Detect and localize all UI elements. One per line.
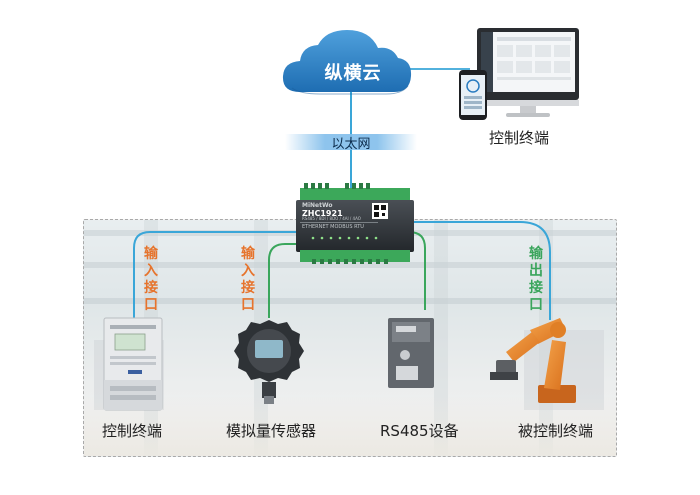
- device-label-controlled-terminal: 被控制终端: [518, 422, 594, 440]
- ethernet-bar: [285, 134, 417, 150]
- input-interface-label-1: 输入接口: [144, 246, 158, 313]
- meter-icon: [103, 317, 163, 411]
- input-interface-label-2: 输入接口: [241, 246, 255, 313]
- rtu-spec: RS485 / 8DI / 8DO / 4AI / 4AO: [302, 216, 361, 221]
- line-rtu-to-robot: [412, 221, 551, 320]
- line-rtu-to-terminal: [133, 231, 300, 320]
- phone-icon: [459, 70, 487, 120]
- device-label-rs485: RS485设备: [380, 422, 459, 440]
- monitor-icon: [477, 28, 579, 117]
- device-label-control-terminal: 控制终端: [102, 422, 163, 440]
- top-terminal-label: 控制终端: [489, 129, 550, 147]
- rtu-subtitle: ETHERNET MODBUS RTU: [302, 224, 364, 230]
- output-interface-label: 输出接口: [529, 246, 543, 313]
- robot-arm-icon: [490, 318, 576, 403]
- ethernet-label: 以太网: [331, 137, 371, 152]
- rtu-model: ZHC1921: [302, 209, 343, 218]
- rs485-device-icon: [388, 318, 434, 388]
- cloud-label: 纵横云: [324, 63, 382, 84]
- rtu-module-icon: [296, 183, 414, 264]
- rtu-brand: MiNetWo: [302, 202, 333, 209]
- cloud-shape: [282, 30, 412, 95]
- sensor-icon: [234, 320, 304, 404]
- line-rtu-to-sensor: [268, 243, 310, 318]
- device-label-analog-sensor: 模拟量传感器: [226, 422, 317, 440]
